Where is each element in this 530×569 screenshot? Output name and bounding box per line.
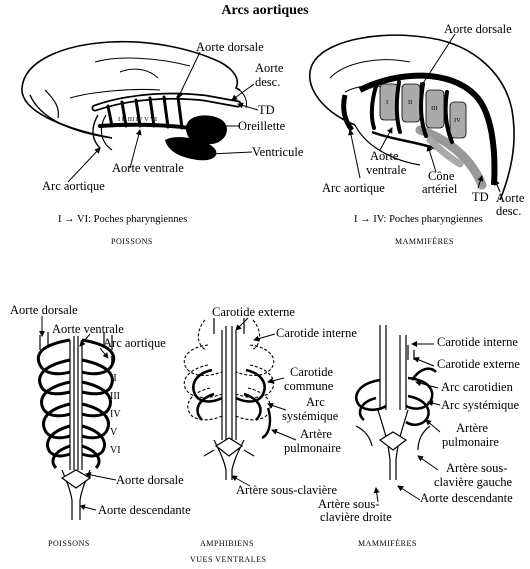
- fish-ventral-aorta: [98, 122, 192, 130]
- label-arc-aortique-fish: Arc aortique: [42, 179, 105, 193]
- label-artere-sous-claviere-amph: Artère sous-clavière: [236, 483, 337, 497]
- label-arc-aortique-bottom: Arc aortique: [103, 336, 166, 350]
- mammal-numeral-3: III: [431, 105, 438, 112]
- fish-numeral-3: III: [110, 391, 120, 402]
- fish-atrium: [186, 115, 227, 145]
- group-label-mammiferes-top: MAMMIFÈRES: [395, 236, 454, 246]
- page-title: Arcs aortiques: [221, 3, 309, 18]
- label-aorte-dorsale-bottom: Aorte dorsale: [116, 473, 184, 487]
- label-carotide-externe-mamm: Carotide externe: [437, 357, 520, 371]
- label-sous-clav-gauche-1: Artère sous-: [446, 461, 507, 475]
- label-arc-systemique-amph-2: systémique: [282, 409, 339, 423]
- group-label-mammiferes-bottom: MAMMIFÈRES: [358, 538, 417, 548]
- fish-embryo-diagram: I II III IV V VI: [21, 40, 247, 161]
- label-aorte-desc-mammal-1: Aorte: [496, 191, 525, 205]
- label-aorte-dorsale-fish: Aorte dorsale: [196, 40, 264, 54]
- footer-label: VUES VENTRALES: [190, 555, 266, 564]
- label-aorte-dorsale-top: Aorte dorsale: [10, 303, 78, 317]
- caption-top-left: I → VI: Poches pharyngiennes: [58, 214, 187, 225]
- label-artere-pulm-amph-2: pulmonaire: [284, 441, 341, 455]
- label-carotide-commune-amph-2: commune: [284, 379, 334, 393]
- label-sous-clav-gauche-2: clavière gauche: [434, 475, 513, 489]
- label-arc-systemique-amph-1: Arc: [306, 395, 325, 409]
- fish-ventral-diagram: [36, 332, 116, 520]
- label-aorte-ventrale-fish: Aorte ventrale: [112, 161, 184, 175]
- group-label-poissons-bottom: POISSONS: [48, 539, 90, 548]
- label-aorte-desc-mammal-2: desc.: [496, 204, 521, 218]
- amphibian-ventral-diagram: [183, 318, 275, 480]
- label-td-mammal: TD: [472, 190, 489, 204]
- label-carotide-interne-mamm: Carotide interne: [437, 335, 518, 349]
- label-oreillette: Oreillette: [238, 119, 286, 133]
- fish-arch-lines: [106, 95, 184, 130]
- fish-numeral-5: V: [110, 427, 118, 438]
- label-aorte-desc-fish-2: desc.: [255, 75, 280, 89]
- fish-embryo-outline: [21, 40, 241, 139]
- label-artere-pulm-amph-1: Artère: [300, 427, 332, 441]
- label-aorte-ventrale-mammal-1: Aorte: [370, 149, 399, 163]
- group-label-amphibiens: AMPHIBIENS: [200, 539, 254, 548]
- fish-arch-numerals: I II III IV V VI: [118, 116, 157, 123]
- caption-top-right: I → IV: Poches pharyngiennes: [354, 214, 483, 225]
- label-td-fish: TD: [258, 103, 275, 117]
- fish-numeral-4: IV: [110, 409, 121, 420]
- label-cone-1: Cône: [428, 169, 455, 183]
- label-aorte-ventrale-bottom: Aorte ventrale: [52, 322, 124, 336]
- mammal-numeral-1: I: [386, 99, 388, 106]
- label-cone-2: artériel: [422, 182, 458, 196]
- mammal-embryo-outline: [309, 34, 515, 201]
- label-sous-clav-droite-2: clavière droite: [320, 510, 392, 524]
- fish-ventricle: [165, 137, 217, 161]
- mammal-ventral-diagram: [355, 325, 437, 480]
- label-aorte-desc-fish-1: Aorte: [255, 61, 284, 75]
- label-aorte-dorsale-mammal: Aorte dorsale: [444, 22, 512, 36]
- mammal-dorsal-aorta: [358, 72, 498, 186]
- mammal-numeral-2: II: [408, 99, 412, 106]
- label-aorte-descendante-fish: Aorte descendante: [98, 503, 191, 517]
- group-label-poissons-top: POISSONS: [111, 237, 153, 246]
- label-arc-systemique-mamm: Arc systémique: [441, 398, 520, 412]
- mammal-pouches: [379, 83, 467, 139]
- mammal-embryo-diagram: I II III IV: [309, 34, 515, 201]
- label-artere-pulm-mamm-1: Artère: [456, 421, 488, 435]
- label-arc-carotidien: Arc carotidien: [441, 380, 514, 394]
- label-carotide-interne-amph: Carotide interne: [276, 326, 357, 340]
- label-ventricule: Ventricule: [252, 145, 304, 159]
- label-carotide-externe-amph: Carotide externe: [212, 305, 295, 319]
- label-aorte-ventrale-mammal-2: ventrale: [366, 163, 407, 177]
- label-arc-aortique-mammal: Arc aortique: [322, 181, 385, 195]
- label-artere-pulm-mamm-2: pulmonaire: [442, 435, 499, 449]
- fish-numeral-2: II: [110, 373, 117, 384]
- fish-numeral-6: VI: [110, 445, 121, 456]
- fish-numeral-1: I: [110, 355, 113, 366]
- label-aorte-descendante-mamm: Aorte descendante: [420, 491, 513, 505]
- label-sous-clav-droite-1: Artère sous-: [318, 497, 379, 511]
- label-carotide-commune-amph-1: Carotide: [290, 365, 333, 379]
- mammal-numeral-4: IV: [454, 117, 461, 124]
